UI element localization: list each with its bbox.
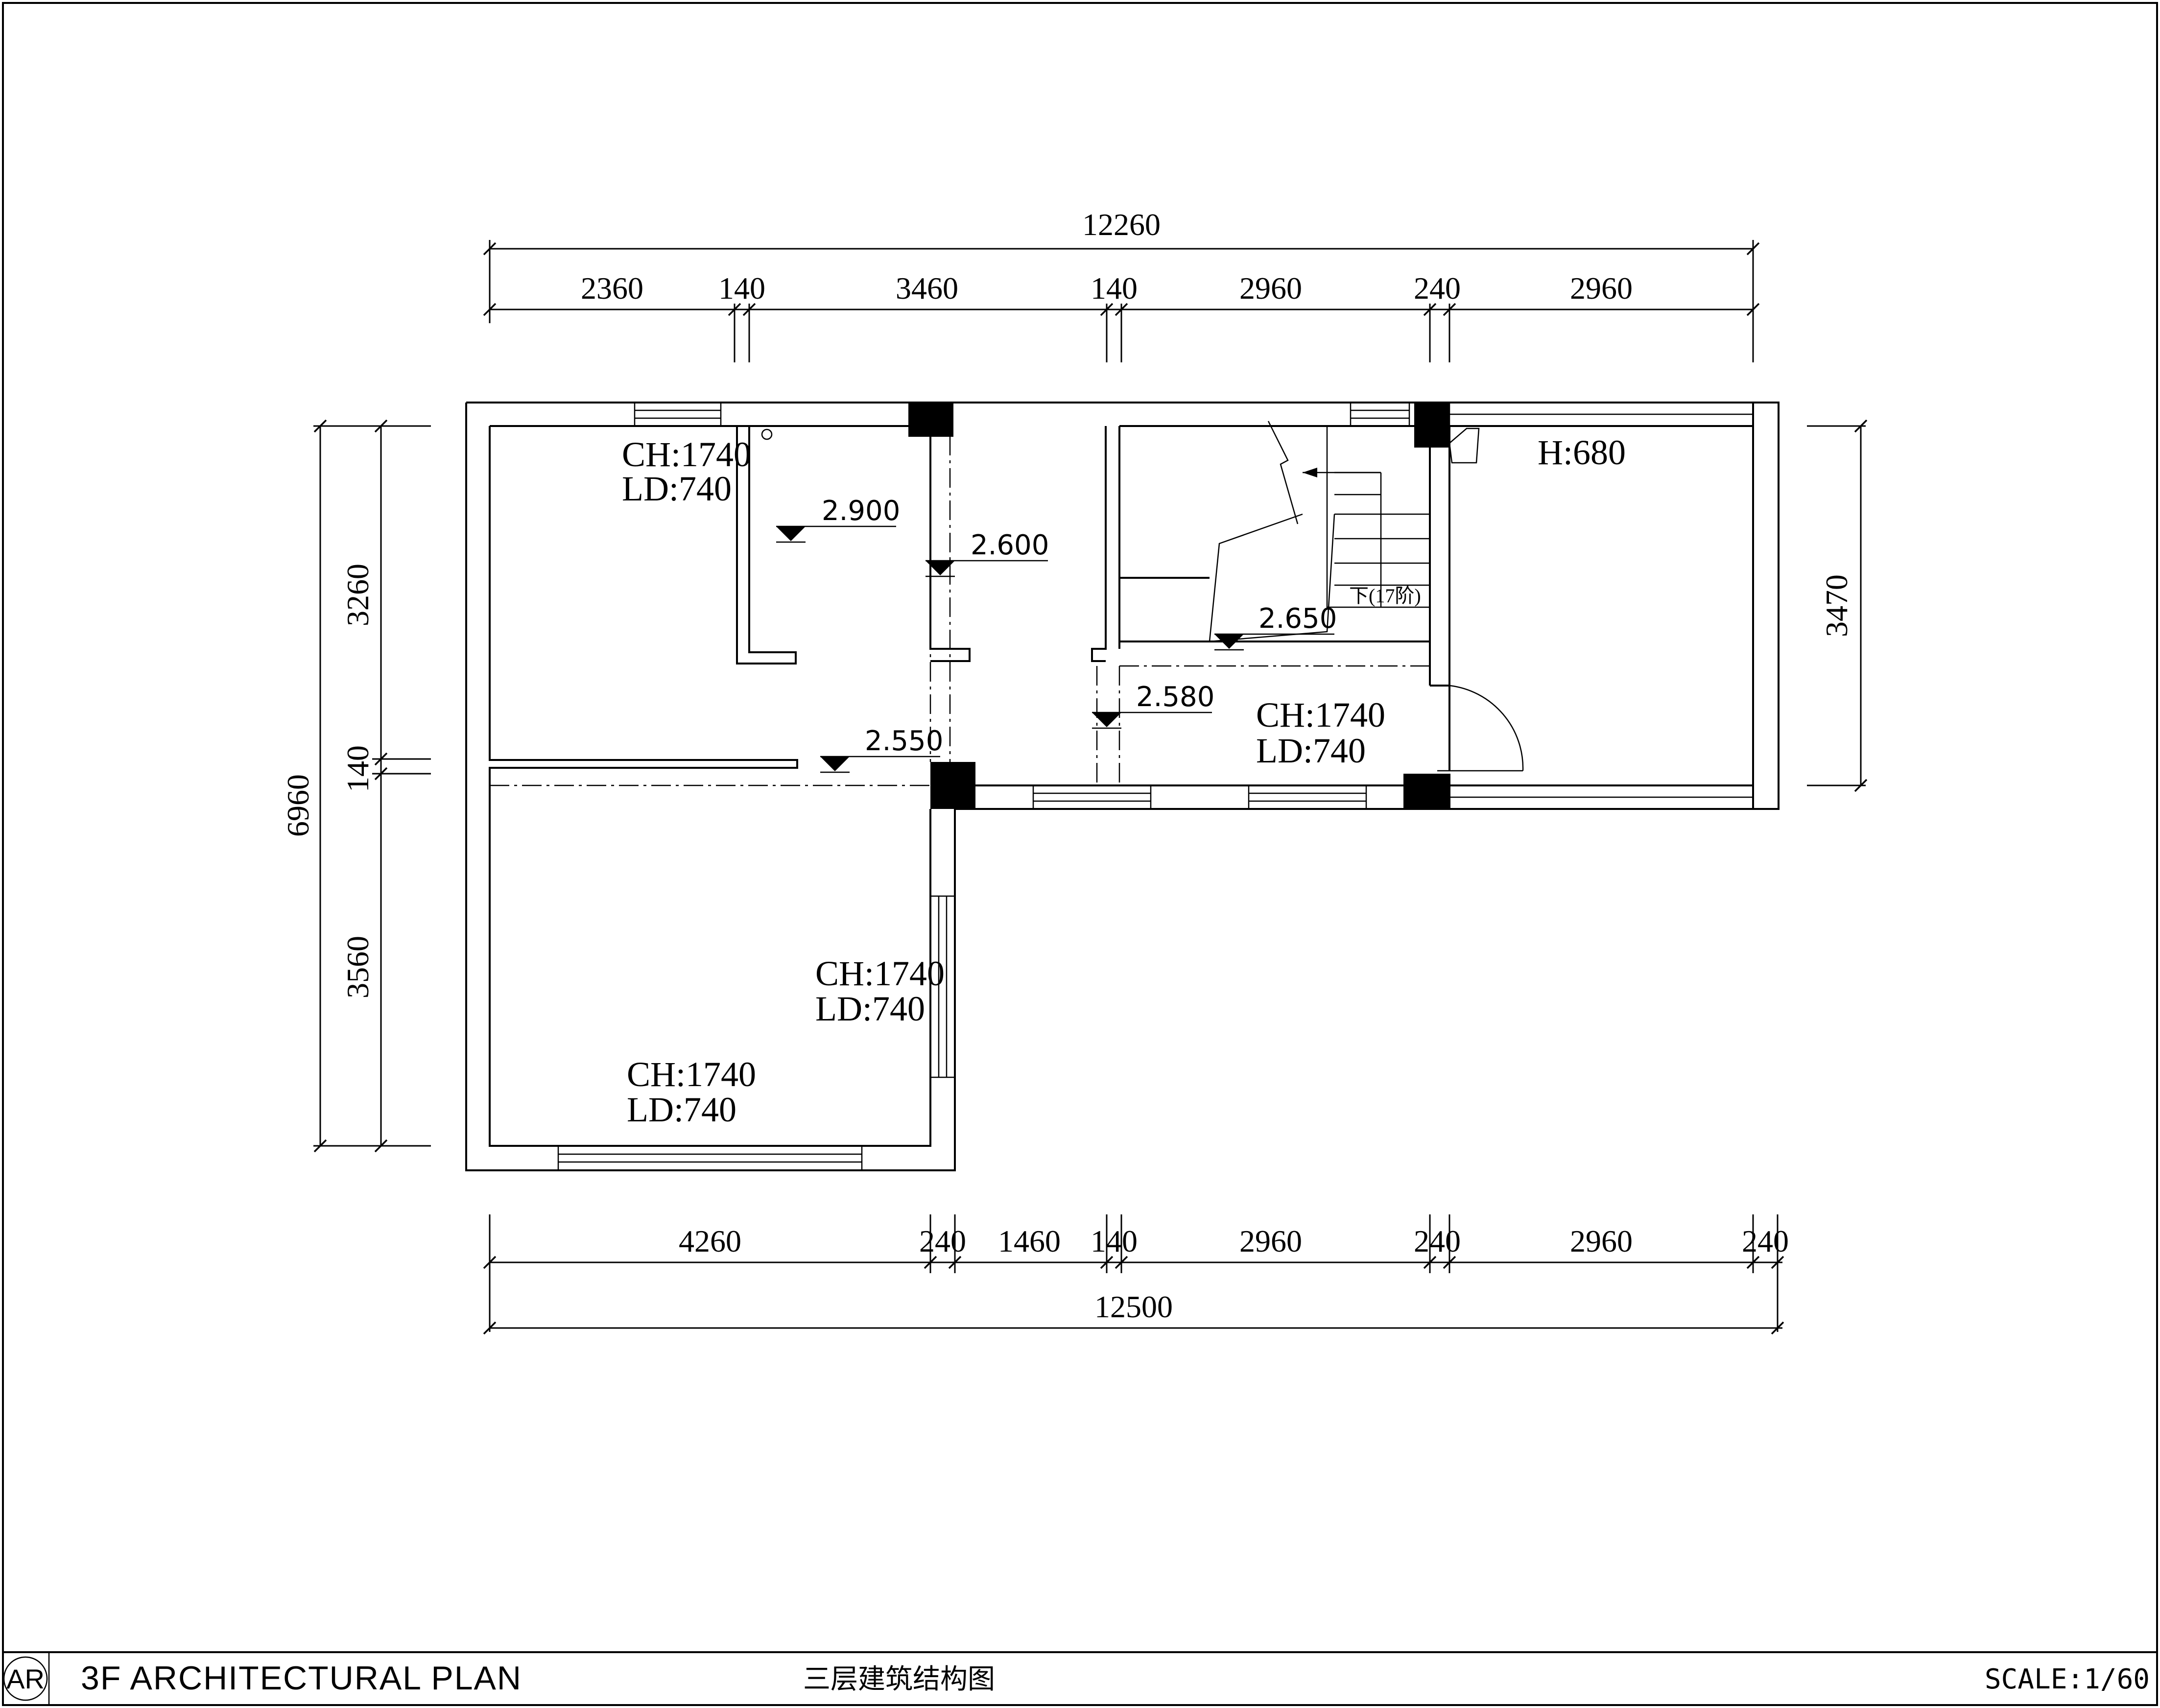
top-dimensions: 12260 2360 140 3460 140 2960 240 2960: [483, 207, 1760, 362]
level-mark-2: 2.600: [926, 529, 1049, 577]
bottom-dimension-2: 240: [919, 1224, 966, 1258]
right-dimension: 3470: [1807, 419, 1868, 792]
right-dimension-value: 3470: [1819, 574, 1854, 637]
bottom-dimension-3: 1460: [998, 1224, 1061, 1258]
room-labels: CH:1740 LD:740 CH:1740 LD:740 CH:1740 LD…: [622, 433, 1626, 1129]
level-mark-5: 2.550: [820, 725, 943, 773]
ar-badge-text: AR: [6, 1663, 45, 1694]
drain-marker: [761, 428, 773, 440]
bottom-dimension-4: 140: [1091, 1224, 1138, 1258]
left-total-dimension: 6960: [281, 774, 315, 837]
room-ld-3: LD:740: [815, 989, 925, 1028]
room-ld-4: LD:740: [627, 1090, 736, 1129]
room-ch-3: CH:1740: [815, 954, 945, 993]
room-ch-1: CH:1740: [622, 435, 751, 474]
top-dimension-6: 240: [1414, 271, 1461, 306]
ar-badge: [3, 1656, 48, 1701]
windows: [557, 402, 1754, 1171]
staircase: 下(17阶): [1209, 421, 1430, 642]
bottom-dimension-7: 2960: [1570, 1224, 1633, 1258]
room-ch-2: CH:1740: [1256, 695, 1385, 735]
room-ld-1: LD:740: [622, 469, 732, 508]
drawing-scale: SCALE:1/60: [1985, 1663, 2150, 1695]
room-ch-4: CH:1740: [627, 1055, 756, 1094]
bottom-dimension-8: 240: [1742, 1224, 1789, 1258]
balcony-height-label: H:680: [1538, 433, 1626, 472]
bottom-dimension-5: 2960: [1239, 1224, 1302, 1258]
level-mark-1: 2.900: [776, 495, 900, 543]
stair-note: 下(17阶): [1349, 585, 1421, 607]
top-dimension-2: 140: [718, 271, 765, 306]
top-dimension-3: 3460: [896, 271, 958, 306]
top-dimension-4: 140: [1091, 271, 1138, 306]
bottom-dimension-6: 240: [1414, 1224, 1461, 1258]
room-ld-2: LD:740: [1256, 731, 1366, 770]
bottom-dimensions: 4260 240 1460 140 2960 240 2960 240 1250…: [483, 1214, 1789, 1335]
bottom-total-dimension: 12500: [1094, 1289, 1173, 1324]
left-dimension-1: 3260: [340, 564, 375, 626]
level-value-2: 2.600: [971, 529, 1049, 561]
drawing-title-en: 3F ARCHITECTURAL PLAN: [81, 1660, 522, 1697]
top-dimension-1: 2360: [581, 271, 643, 306]
top-dimension-7: 2960: [1570, 271, 1633, 306]
drawing-title-cn: 三层建筑结构图: [803, 1663, 995, 1695]
level-value-4: 2.580: [1136, 681, 1214, 713]
level-mark-4: 2.580: [1092, 681, 1214, 729]
level-marks: 2.900 2.600 2.650 2.580 2.550: [776, 495, 1337, 773]
bottom-dimension-1: 4260: [679, 1224, 741, 1258]
columns: [908, 403, 1450, 809]
level-value-3: 2.650: [1258, 603, 1337, 635]
level-mark-3: 2.650: [1214, 603, 1337, 651]
level-value-1: 2.900: [822, 495, 900, 527]
left-dimensions: 6960 3260 140 3560: [281, 419, 431, 1153]
left-dimension-2: 140: [340, 745, 375, 792]
level-value-5: 2.550: [865, 725, 943, 757]
axis-lines: [490, 436, 1430, 786]
top-dimension-5: 2960: [1239, 271, 1302, 306]
title-block: AR 3F ARCHITECTURAL PLAN 三层建筑结构图 SCALE:1…: [3, 1651, 2157, 1705]
door: [1437, 427, 1524, 772]
left-dimension-3: 3560: [340, 936, 375, 998]
top-total-dimension: 12260: [1082, 207, 1161, 242]
